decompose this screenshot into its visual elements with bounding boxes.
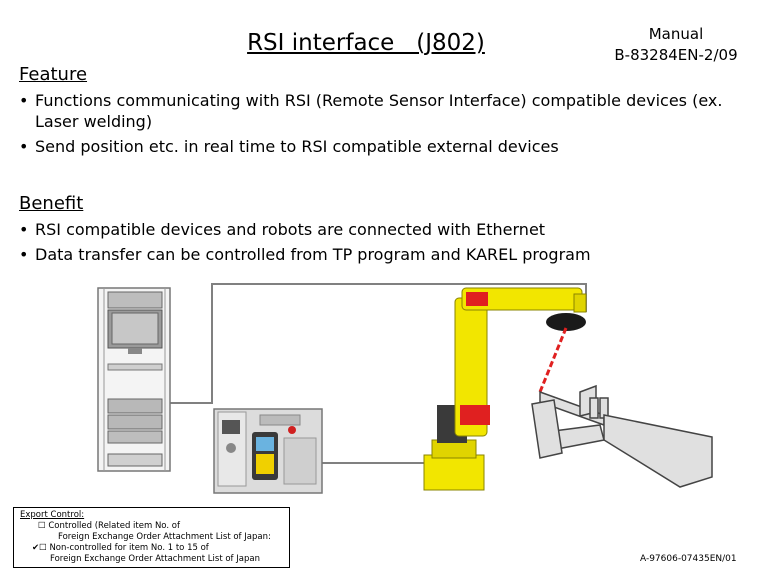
benefit-list: RSI compatible devices and robots are co… — [19, 219, 759, 269]
benefit-item: Data transfer can be controlled from TP … — [19, 244, 759, 265]
feature-item: Send position etc. in real time to RSI c… — [19, 136, 759, 157]
export-control-heading: Export Control: — [20, 510, 85, 520]
non-controlled-label-line2: Foreign Exchange Order Attachment List o… — [50, 554, 260, 564]
document-number: A-97606-07435EN/01 — [640, 554, 737, 564]
page-title: RSI interface (J802) — [247, 30, 485, 56]
benefit-item: RSI compatible devices and robots are co… — [19, 219, 759, 240]
manual-label: Manual — [648, 25, 704, 43]
laser-beam — [538, 327, 568, 393]
checkbox-empty-icon: ☐ — [38, 521, 46, 531]
rsi-device-rack — [97, 287, 171, 472]
workpiece — [531, 384, 713, 488]
non-controlled-label: Non-controlled for item No. 1 to 15 of — [49, 543, 209, 553]
controlled-label-line2: Foreign Exchange Order Attachment List o… — [58, 532, 271, 542]
manual-number: B-83284EN-2/09 — [614, 46, 738, 64]
robot-arm — [423, 287, 587, 491]
robot-controller — [213, 408, 323, 494]
manual-reference: Manual B-83284EN-2/09 — [596, 24, 756, 66]
feature-heading: Feature — [19, 64, 88, 85]
controlled-checkbox-row: ☐ Controlled (Related item No. of — [38, 521, 180, 532]
checkbox-checked-icon: ✔☐ — [32, 543, 47, 553]
feature-list: Functions communicating with RSI (Remote… — [19, 90, 759, 161]
non-controlled-checkbox-row: ✔☐ Non-controlled for item No. 1 to 15 o… — [32, 543, 209, 554]
benefit-heading: Benefit — [19, 193, 84, 214]
export-control-box: Export Control: ☐ Controlled (Related it… — [13, 507, 290, 568]
controlled-label: Controlled (Related item No. of — [48, 521, 180, 531]
feature-item: Functions communicating with RSI (Remote… — [19, 90, 759, 132]
ethernet-cable — [163, 283, 587, 464]
